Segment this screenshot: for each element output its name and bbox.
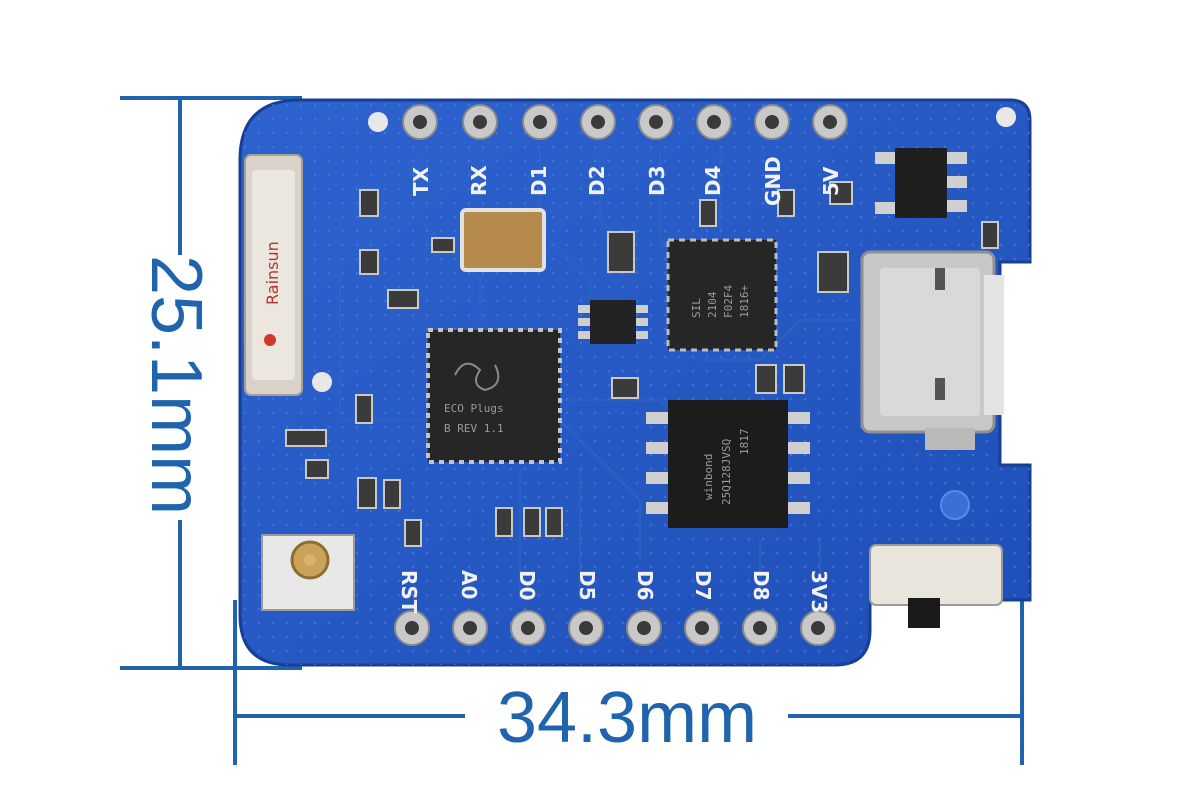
top-pad-hole xyxy=(473,115,487,129)
bottom-pin-holes xyxy=(394,610,836,646)
width-dimension: 34.3mm xyxy=(233,597,1024,765)
pcb-traces xyxy=(339,150,860,600)
top-pin-labels: TX RX D1 D2 D3 D4 GND 5V xyxy=(409,156,843,206)
test-pad-right xyxy=(940,490,970,520)
antenna-brand-label: Rainsun xyxy=(263,241,282,305)
bottom-pad-hole xyxy=(463,621,477,635)
flash-line-3: 1817 xyxy=(738,429,751,456)
width-dimension-label: 34.3mm xyxy=(497,678,757,758)
top-pad-hole xyxy=(533,115,547,129)
bottom-pad-hole xyxy=(637,621,651,635)
pin-label-a0: A0 xyxy=(457,570,481,599)
pin-label-d5: D5 xyxy=(575,570,599,601)
pcb-board: Rainsun xyxy=(238,98,1032,667)
top-pad-hole xyxy=(765,115,779,129)
flash-line-1: winbond xyxy=(702,454,715,500)
usb-chip-line-1: SIL xyxy=(690,298,703,318)
antenna-red-dot xyxy=(264,334,276,346)
micro-usb-connector xyxy=(860,250,1004,450)
flash-memory-chip: winbond 25Q128JVSQ 1817 xyxy=(646,400,810,528)
pin-label-rx: RX xyxy=(467,165,491,196)
flash-line-2: 25Q128JVSQ xyxy=(720,439,733,505)
smd-components xyxy=(285,181,999,547)
bottom-pad-hole xyxy=(521,621,535,635)
top-pad-hole xyxy=(413,115,427,129)
crystal-oscillator xyxy=(460,208,546,272)
bottom-pad-hole xyxy=(753,621,767,635)
bottom-pad-hole xyxy=(405,621,419,635)
voltage-regulator xyxy=(875,148,967,218)
usb-chip-line-2: 2104 xyxy=(706,291,719,318)
usb-serial-chip: SIL 2104 F02F4 1816+ xyxy=(666,238,778,352)
top-pad-hole xyxy=(823,115,837,129)
pin-label-d6: D6 xyxy=(633,570,657,601)
pin-label-3v3: 3V3 xyxy=(807,570,831,613)
ceramic-antenna: Rainsun xyxy=(244,154,303,396)
pin-label-gnd: GND xyxy=(761,156,785,206)
mounting-hole-top-right xyxy=(996,107,1016,127)
ufl-antenna-connector xyxy=(261,534,355,611)
mcu-logo xyxy=(454,362,500,392)
pin-label-d2: D2 xyxy=(585,165,609,196)
mounting-hole-top-left xyxy=(368,112,388,132)
top-pad-hole xyxy=(591,115,605,129)
mcu-line-2: B REV 1.1 xyxy=(444,422,504,435)
bottom-pad-hole xyxy=(811,621,825,635)
mcu-line-1: ECO Plugs xyxy=(444,402,504,415)
pin-label-d3: D3 xyxy=(645,165,669,196)
reset-button xyxy=(869,544,1003,628)
height-dimension: 25.1mm xyxy=(120,96,302,670)
pin-label-5v: 5V xyxy=(819,166,843,196)
mounting-hole-left xyxy=(312,372,332,392)
bottom-pad-hole xyxy=(695,621,709,635)
pin-label-d7: D7 xyxy=(691,570,715,601)
pin-label-d8: D8 xyxy=(749,570,773,601)
height-dimension-label: 25.1mm xyxy=(136,255,216,515)
main-mcu-chip: ECO Plugs B REV 1.1 xyxy=(426,328,562,464)
pin-label-d4: D4 xyxy=(701,165,725,196)
top-pin-holes xyxy=(402,104,848,140)
top-pad-hole xyxy=(649,115,663,129)
usb-chip-line-3: F02F4 xyxy=(722,285,735,318)
pin-label-d1: D1 xyxy=(527,165,551,196)
bottom-pin-labels: RST A0 D0 D5 D6 D7 D8 3V3 xyxy=(397,570,831,614)
small-ic xyxy=(578,300,648,344)
bottom-pad-hole xyxy=(579,621,593,635)
pin-label-d0: D0 xyxy=(515,570,539,601)
usb-chip-line-4: 1816+ xyxy=(738,285,751,318)
pin-label-tx: TX xyxy=(409,166,433,196)
pin-label-rst: RST xyxy=(397,570,421,614)
top-pad-hole xyxy=(707,115,721,129)
